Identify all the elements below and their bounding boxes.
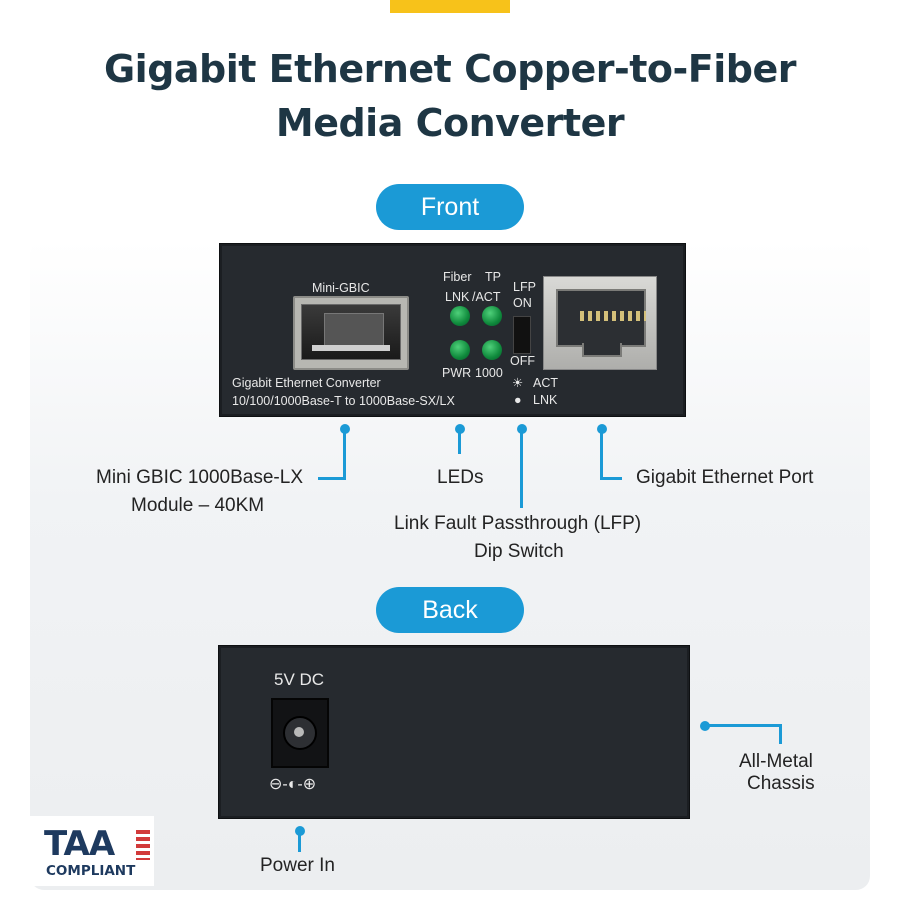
lfp-on-label: ON (513, 296, 532, 310)
led-label-act: /ACT (472, 290, 501, 304)
sfp-module (293, 296, 409, 370)
device-text-line-2: 10/100/1000Base-T to 1000Base-SX/LX (232, 394, 455, 408)
front-panel-device: Mini-GBIC Gigabit Ethernet Converter 10/… (219, 243, 686, 417)
led-label-fiber: Fiber (443, 270, 472, 284)
callout-lfp-line-1: Link Fault Passthrough (LFP) (394, 513, 642, 534)
callout-leds: LEDs (437, 467, 484, 488)
flag-icon (136, 830, 150, 860)
callout-chassis-line-1: All-Metal (739, 751, 813, 772)
led-label-1000: 1000 (475, 366, 503, 380)
callout-mini-gbic-line-1: Mini GBIC 1000Base-LX (96, 467, 303, 488)
device-text-line-1: Gigabit Ethernet Converter (232, 376, 381, 390)
back-label-pill: Back (376, 587, 524, 633)
dc-power-jack[interactable] (271, 698, 329, 768)
led-label-pwr: PWR (442, 366, 472, 380)
tp-act-led (482, 306, 502, 326)
act-sun-icon: ☀ (512, 376, 524, 390)
front-label-pill: Front (376, 184, 524, 230)
page-title: Gigabit Ethernet Copper-to-Fiber Media C… (0, 42, 900, 150)
taa-logo-text: TAA (44, 824, 115, 864)
fiber-lnk-led (450, 306, 470, 326)
lfp-off-label: OFF (510, 354, 535, 368)
callout-chassis-line-2: Chassis (747, 773, 815, 794)
lfp-dip-switch[interactable] (513, 316, 531, 354)
back-panel-device: 5V DC ⊖-◐-⊕ (218, 645, 690, 819)
act-legend-label: ACT (533, 376, 558, 390)
speed-1000-led (482, 340, 502, 360)
taa-compliant-badge: TAA COMPLIANT (28, 816, 154, 886)
lfp-label: LFP (513, 280, 536, 294)
callout-lfp-line-2: Dip Switch (474, 541, 564, 562)
lnk-legend-label: LNK (533, 393, 558, 407)
mini-gbic-slot-label: Mini-GBIC (312, 281, 370, 295)
title-line-1: Gigabit Ethernet Copper-to-Fiber (103, 47, 797, 91)
pwr-led (450, 340, 470, 360)
callout-power-in: Power In (260, 855, 335, 876)
callout-gigabit-port: Gigabit Ethernet Port (636, 467, 814, 488)
callout-mini-gbic-line-2: Module – 40KM (131, 495, 265, 516)
lnk-dot-icon: ● (514, 393, 522, 407)
dc-voltage-label: 5V DC (274, 670, 325, 689)
top-accent-bar (390, 0, 510, 13)
rj45-port[interactable] (543, 276, 657, 370)
led-label-lnk: LNK (445, 290, 470, 304)
polarity-icon: ⊖-◐-⊕ (269, 776, 317, 793)
led-label-tp: TP (485, 270, 501, 284)
title-line-2: Media Converter (275, 101, 625, 145)
taa-compliant-text: COMPLIANT (46, 863, 136, 879)
